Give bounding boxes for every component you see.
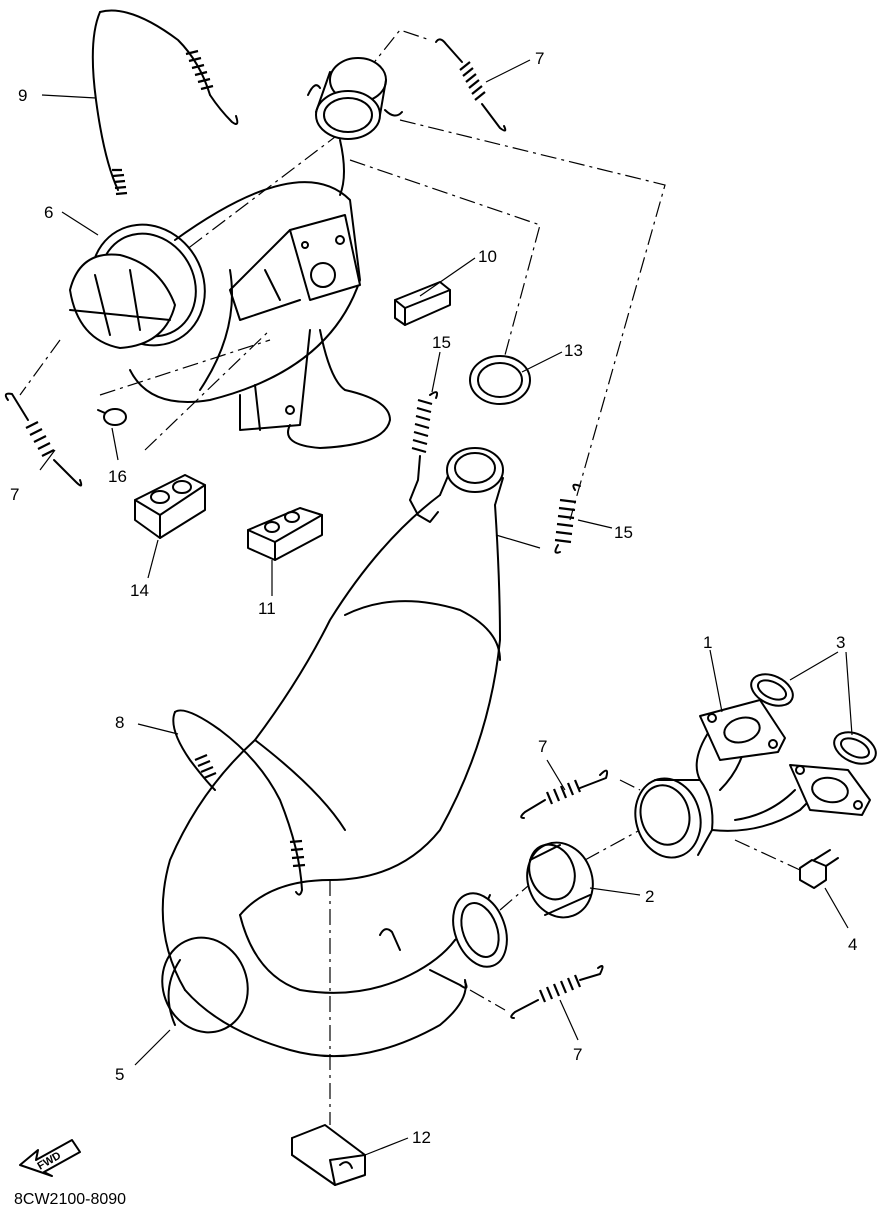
spring-15-left [409,391,439,501]
spring-7-left [4,392,83,487]
joint-ring-2 [526,841,594,919]
callout-10: 10 [478,247,497,266]
callout-2: 2 [645,887,654,906]
silencer-inlet-clamp [307,57,403,196]
damper-block-14 [134,474,206,539]
exhaust-manifold-y [634,699,871,859]
spring-7-bottom [510,965,604,1019]
bolt-4 [799,849,839,889]
callout-15-right: 15 [614,523,633,542]
pipe-band-wire-8 [172,709,306,896]
leader-lines [39,59,853,1156]
callout-16: 16 [108,467,127,486]
silencer-muffler [69,181,391,449]
callout-5: 5 [115,1065,124,1084]
callout-1: 1 [703,633,712,652]
fwd-arrow-icon: FWD [19,1139,81,1177]
callout-13: 13 [564,341,583,360]
spring-15-right [554,483,581,554]
protector-12 [291,1124,366,1186]
callout-8: 8 [115,713,124,732]
muffler-band-wire [91,9,239,196]
callout-7-bottom: 7 [573,1045,582,1064]
callout-9: 9 [18,86,27,105]
spring-7-top [435,38,507,132]
damper-pad-10 [394,281,451,326]
spring-7-mid [520,769,609,819]
callout-7-top: 7 [535,49,544,68]
grommet-16 [97,408,127,426]
callout-14: 14 [130,581,149,600]
callout-7-left: 7 [10,485,19,504]
diagram-code: 8CW2100-8090 [14,1191,126,1208]
gasket-13 [469,355,531,405]
callout-12: 12 [412,1128,431,1147]
callout-15-left: 15 [432,333,451,352]
damper-block-11 [247,507,323,561]
callout-6: 6 [44,203,53,222]
callout-7-mid: 7 [538,737,547,756]
callout-3: 3 [836,633,845,652]
callout-labels: 1 2 3 4 5 6 7 7 7 7 8 9 10 11 12 13 14 1… [10,49,857,1147]
assembly-centerlines [19,29,801,1125]
callout-4: 4 [848,935,857,954]
callout-11: 11 [258,599,276,618]
gaskets-3 [750,673,877,765]
exhaust-pipe-chamber [161,447,508,1058]
